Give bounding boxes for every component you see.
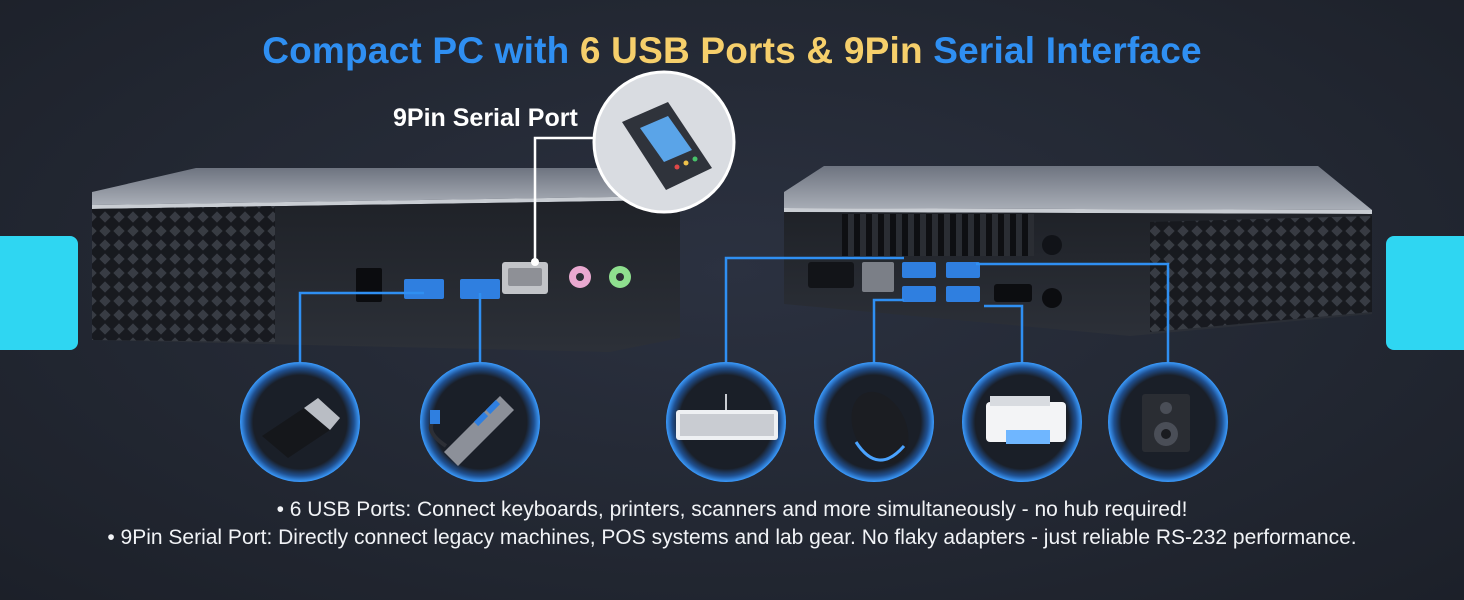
dc-in-port (1042, 288, 1062, 308)
right-side-tab (1386, 236, 1464, 350)
title-part-3: Serial Interface (922, 30, 1202, 71)
pos-terminal-circle (592, 70, 736, 214)
usb-port-6 (946, 286, 980, 302)
connector-lines (298, 256, 1170, 362)
device-usb-dongle (240, 362, 360, 482)
keyboard-icon (676, 394, 778, 440)
feature-bullets: • 6 USB Ports: Connect keyboards, printe… (0, 496, 1464, 552)
usb-dongle-icon (262, 398, 340, 458)
device-usb-hub (420, 362, 540, 482)
power-button (356, 268, 382, 302)
serial-port-label: 9Pin Serial Port (393, 104, 578, 132)
device-printer (962, 362, 1082, 482)
power-button-rear (1042, 235, 1062, 255)
printer-icon (986, 396, 1066, 444)
bullet-usb: • 6 USB Ports: Connect keyboards, printe… (276, 498, 1188, 521)
ethernet-port (862, 262, 894, 292)
sd-slot (808, 262, 854, 288)
title-part-2: 6 USB Ports & 9Pin (579, 30, 923, 71)
device-speaker (1108, 362, 1228, 482)
usb-hub-icon (428, 396, 514, 466)
pos-terminal-icon (622, 102, 712, 190)
usb-port-3 (902, 262, 936, 278)
serial-callout-line (533, 136, 600, 262)
device-mouse (814, 362, 934, 482)
hdmi-port (994, 284, 1032, 302)
title-part-1: Compact PC with (262, 30, 580, 71)
page-title: Compact PC with 6 USB Ports & 9Pin Seria… (0, 30, 1464, 72)
usb-port-4 (902, 286, 936, 302)
device-keyboard (666, 362, 786, 482)
usb-port-5 (946, 262, 980, 278)
mouse-icon (851, 391, 909, 465)
usb-port-1 (404, 279, 444, 299)
bullet-serial: • 9Pin Serial Port: Directly connect leg… (107, 526, 1357, 549)
speaker-icon (1142, 394, 1190, 452)
mini-pc-front (92, 168, 680, 352)
usb-port-2 (460, 279, 500, 299)
left-side-tab (0, 236, 78, 350)
mini-pc-rear (784, 166, 1372, 336)
